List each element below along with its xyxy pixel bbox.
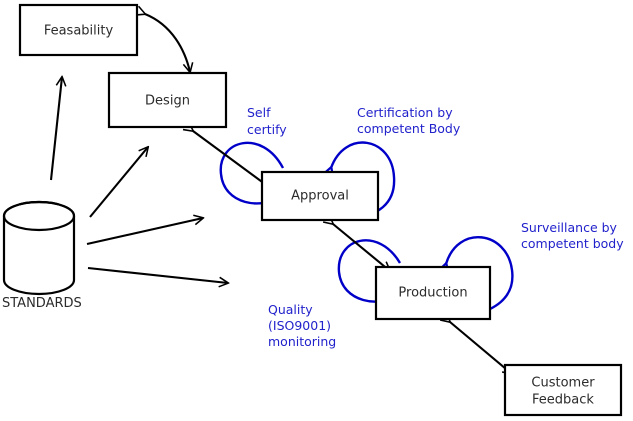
node-approval-label: Approval [291, 189, 349, 204]
annotation-quality-line3: monitoring [268, 334, 336, 349]
annotation-certification-by-competent-body: Certification by competent Body [357, 105, 461, 136]
connection-feasability-design [145, 14, 190, 72]
node-design[interactable]: Design [107, 71, 228, 129]
node-customer-feedback[interactable]: Customer Feedback [503, 363, 623, 417]
node-feasability-label: Feasability [44, 24, 114, 39]
connection-standards-feasability [49, 77, 62, 181]
node-approval[interactable]: Approval [260, 170, 380, 222]
annotation-self-certify: Self certify [247, 105, 287, 137]
annotation-surveillance-line1: Surveillance by [521, 220, 618, 235]
node-production[interactable]: Production [374, 265, 492, 321]
node-customer-feedback-label-line1: Customer [531, 376, 595, 391]
annotation-certification-line2: competent Body [357, 121, 461, 136]
annotation-certification-line1: Certification by [357, 105, 453, 120]
connection-design-approval [193, 131, 273, 190]
annotation-surveillance-line2: competent body [521, 236, 624, 251]
node-feasability[interactable]: Feasability [18, 3, 139, 57]
annotation-self-certify-line1: Self [247, 105, 271, 120]
node-customer-feedback-label-line2: Feedback [532, 393, 594, 408]
annotation-quality-line1: Quality [268, 302, 313, 317]
node-production-label: Production [398, 286, 467, 301]
connection-standards-design [89, 147, 148, 218]
node-design-label: Design [145, 94, 190, 109]
node-standards-label: STANDARDS [2, 296, 82, 311]
connection-production-customer-feedback [450, 322, 512, 374]
connection-approval-production [333, 224, 390, 271]
node-standards[interactable]: STANDARDS [2, 200, 82, 311]
annotation-self-certify-line2: certify [247, 122, 287, 137]
connection-standards-approval [86, 218, 203, 246]
connection-standards-production [87, 266, 228, 283]
loop-surveillance-by-competent-body [446, 236, 514, 318]
annotation-surveillance-by-competent-body: Surveillance by competent body [521, 220, 624, 251]
annotation-quality-iso9001-monitoring: Quality (ISO9001) monitoring [268, 302, 336, 349]
annotation-quality-line2: (ISO9001) [268, 318, 331, 333]
